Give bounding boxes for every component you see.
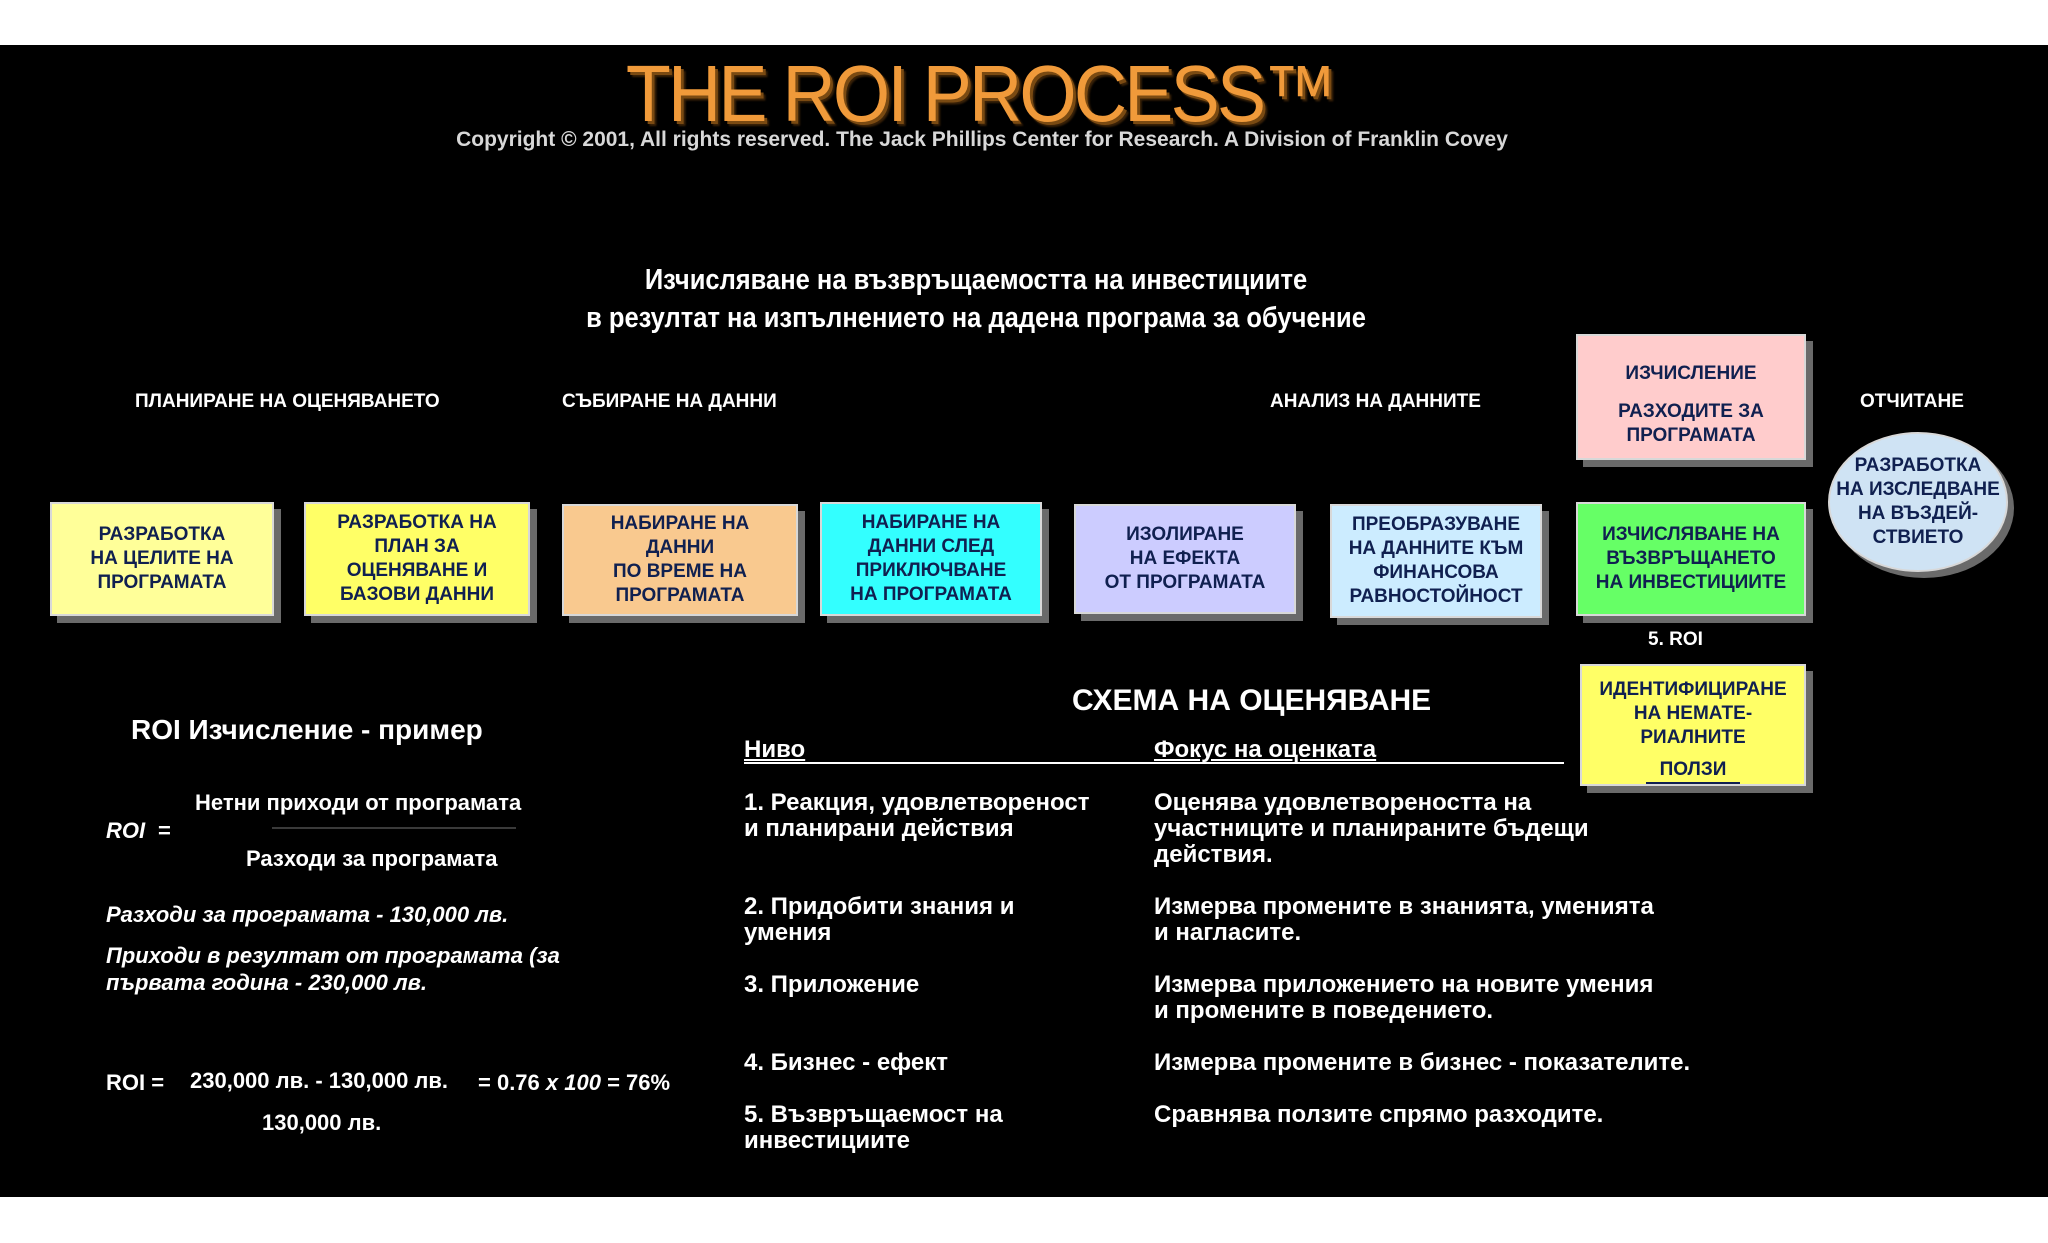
fraction-bar [272, 827, 516, 829]
subtitle-line-1: Изчисляване на възвръщаемостта на инвест… [644, 264, 1308, 296]
formula-roi-label: ROI [106, 818, 146, 843]
copyright-text: Copyright © 2001, All rights reserved. T… [456, 128, 1508, 151]
box-isolate-effect: ИЗОЛИРАНЕ НА ЕФЕКТА ОТ ПРОГРАМАТА [1074, 504, 1296, 614]
cost-box-text: РАЗХОДИТЕ ЗА ПРОГРАМАТА [1618, 401, 1764, 446]
box-intangible-benefits: ИДЕНТИФИЦИРАНЕ НА НЕМАТЕ- РИАЛНИТЕ ПОЛЗИ [1580, 664, 1806, 786]
scheme-level-4: 4. Бизнес - ефект [744, 1049, 948, 1076]
phase-analysis: АНАЛИЗ НА ДАННИТЕ [1270, 391, 1481, 412]
calc-result-a: = 0.76 [478, 1070, 546, 1095]
calc-result-c: = 76% [600, 1070, 671, 1095]
calc-numerator: 230,000 лв. - 130,000 лв. [190, 1068, 449, 1093]
scheme-heading: СХЕМА НА ОЦЕНЯВАНЕ [1072, 684, 1432, 717]
box-data-during: НАБИРАНЕ НА ДАННИ ПО ВРЕМЕ НА ПРОГРАМАТА [562, 504, 798, 616]
slide [0, 45, 2048, 1197]
roi-step-label: 5. ROI [1648, 629, 1703, 650]
scheme-col-focus: Фокус на оценката [1154, 736, 1377, 763]
slide-title: THE ROI PROCESS™ [625, 49, 1337, 138]
scheme-col-level: Ниво [744, 736, 806, 763]
formula-denominator: Разходи за програмата [246, 846, 498, 871]
intangible-box-text: ИДЕНТИФИЦИРАНЕ НА НЕМАТЕ- РИАЛНИТЕ [1599, 679, 1787, 748]
calc-denominator: 130,000 лв. [262, 1110, 382, 1135]
scheme-focus-4: Измерва промените в бизнес - показателит… [1154, 1049, 1691, 1076]
calc-roi-label: ROI = [106, 1070, 165, 1095]
ellipse-impact-study: РАЗРАБОТКА НА ИЗСЛЕДВАНЕ НА ВЪЗДЕЙ- СТВИ… [1828, 432, 2008, 572]
box-convert-monetary: ПРЕОБРАЗУВАНЕ НА ДАННИТЕ КЪМ ФИНАНСОВА Р… [1330, 504, 1542, 618]
scheme-focus-5: Сравнява ползите спрямо разходите. [1154, 1101, 1604, 1128]
calc-result-b: x 100 [545, 1070, 601, 1095]
scheme-header-rule [744, 762, 1564, 764]
example-income: Приходи в резултат от програмата (за пър… [106, 943, 560, 995]
scheme-focus-1: Оценява удовлетвореността на участниците… [1154, 789, 1589, 868]
scheme-focus-2: Измерва промените в знанията, уменията и… [1154, 893, 1654, 946]
scheme-level-2: 2. Придобити знания и умения [744, 893, 1015, 946]
box-program-costs: ИЗЧИСЛЕНИЕ РАЗХОДИТЕ ЗА ПРОГРАМАТА [1576, 334, 1806, 460]
subtitle-line-2: в резултат на изпълнението на дадена про… [586, 302, 1366, 334]
phase-reporting: ОТЧИТАНЕ [1860, 391, 1964, 412]
scheme-focus-3: Измерва приложението на новите умения и … [1154, 971, 1654, 1024]
scheme-level-3: 3. Приложение [744, 971, 920, 998]
calc-result: = 0.76 x 100 = 76% [478, 1070, 670, 1096]
box-objectives: РАЗРАБОТКА НА ЦЕЛИТЕ НА ПРОГРАМАТА [50, 502, 274, 616]
box-data-after: НАБИРАНЕ НА ДАННИ СЛЕД ПРИКЛЮЧВАНЕ НА ПР… [820, 502, 1042, 616]
example-heading: ROI Изчисление - пример [131, 714, 483, 745]
scheme-level-5: 5. Възвръщаемост на инвестициите [744, 1101, 1003, 1154]
formula-numerator: Нетни приходи от програмата [195, 790, 522, 815]
box-calculate-roi: ИЗЧИСЛЯВАНЕ НА ВЪЗВРЪЩАНЕТО НА ИНВЕСТИЦИ… [1576, 502, 1806, 616]
example-costs: Разходи за програмата - 130,000 лв. [106, 902, 509, 927]
scheme-level-1: 1. Реакция, удовлетвореност и планирани … [744, 789, 1090, 842]
box-evaluation-plan: РАЗРАБОТКА НА ПЛАН ЗА ОЦЕНЯВАНЕ И БАЗОВИ… [304, 502, 530, 616]
formula-equals: = [158, 818, 171, 843]
phase-collection: СЪБИРАНЕ НА ДАННИ [562, 391, 777, 412]
cost-box-title: ИЗЧИСЛЕНИЕ [1625, 363, 1757, 384]
intangible-box-last: ПОЛЗИ [1645, 758, 1741, 784]
phase-planning: ПЛАНИРАНЕ НА ОЦЕНЯВАНЕТО [135, 391, 440, 412]
